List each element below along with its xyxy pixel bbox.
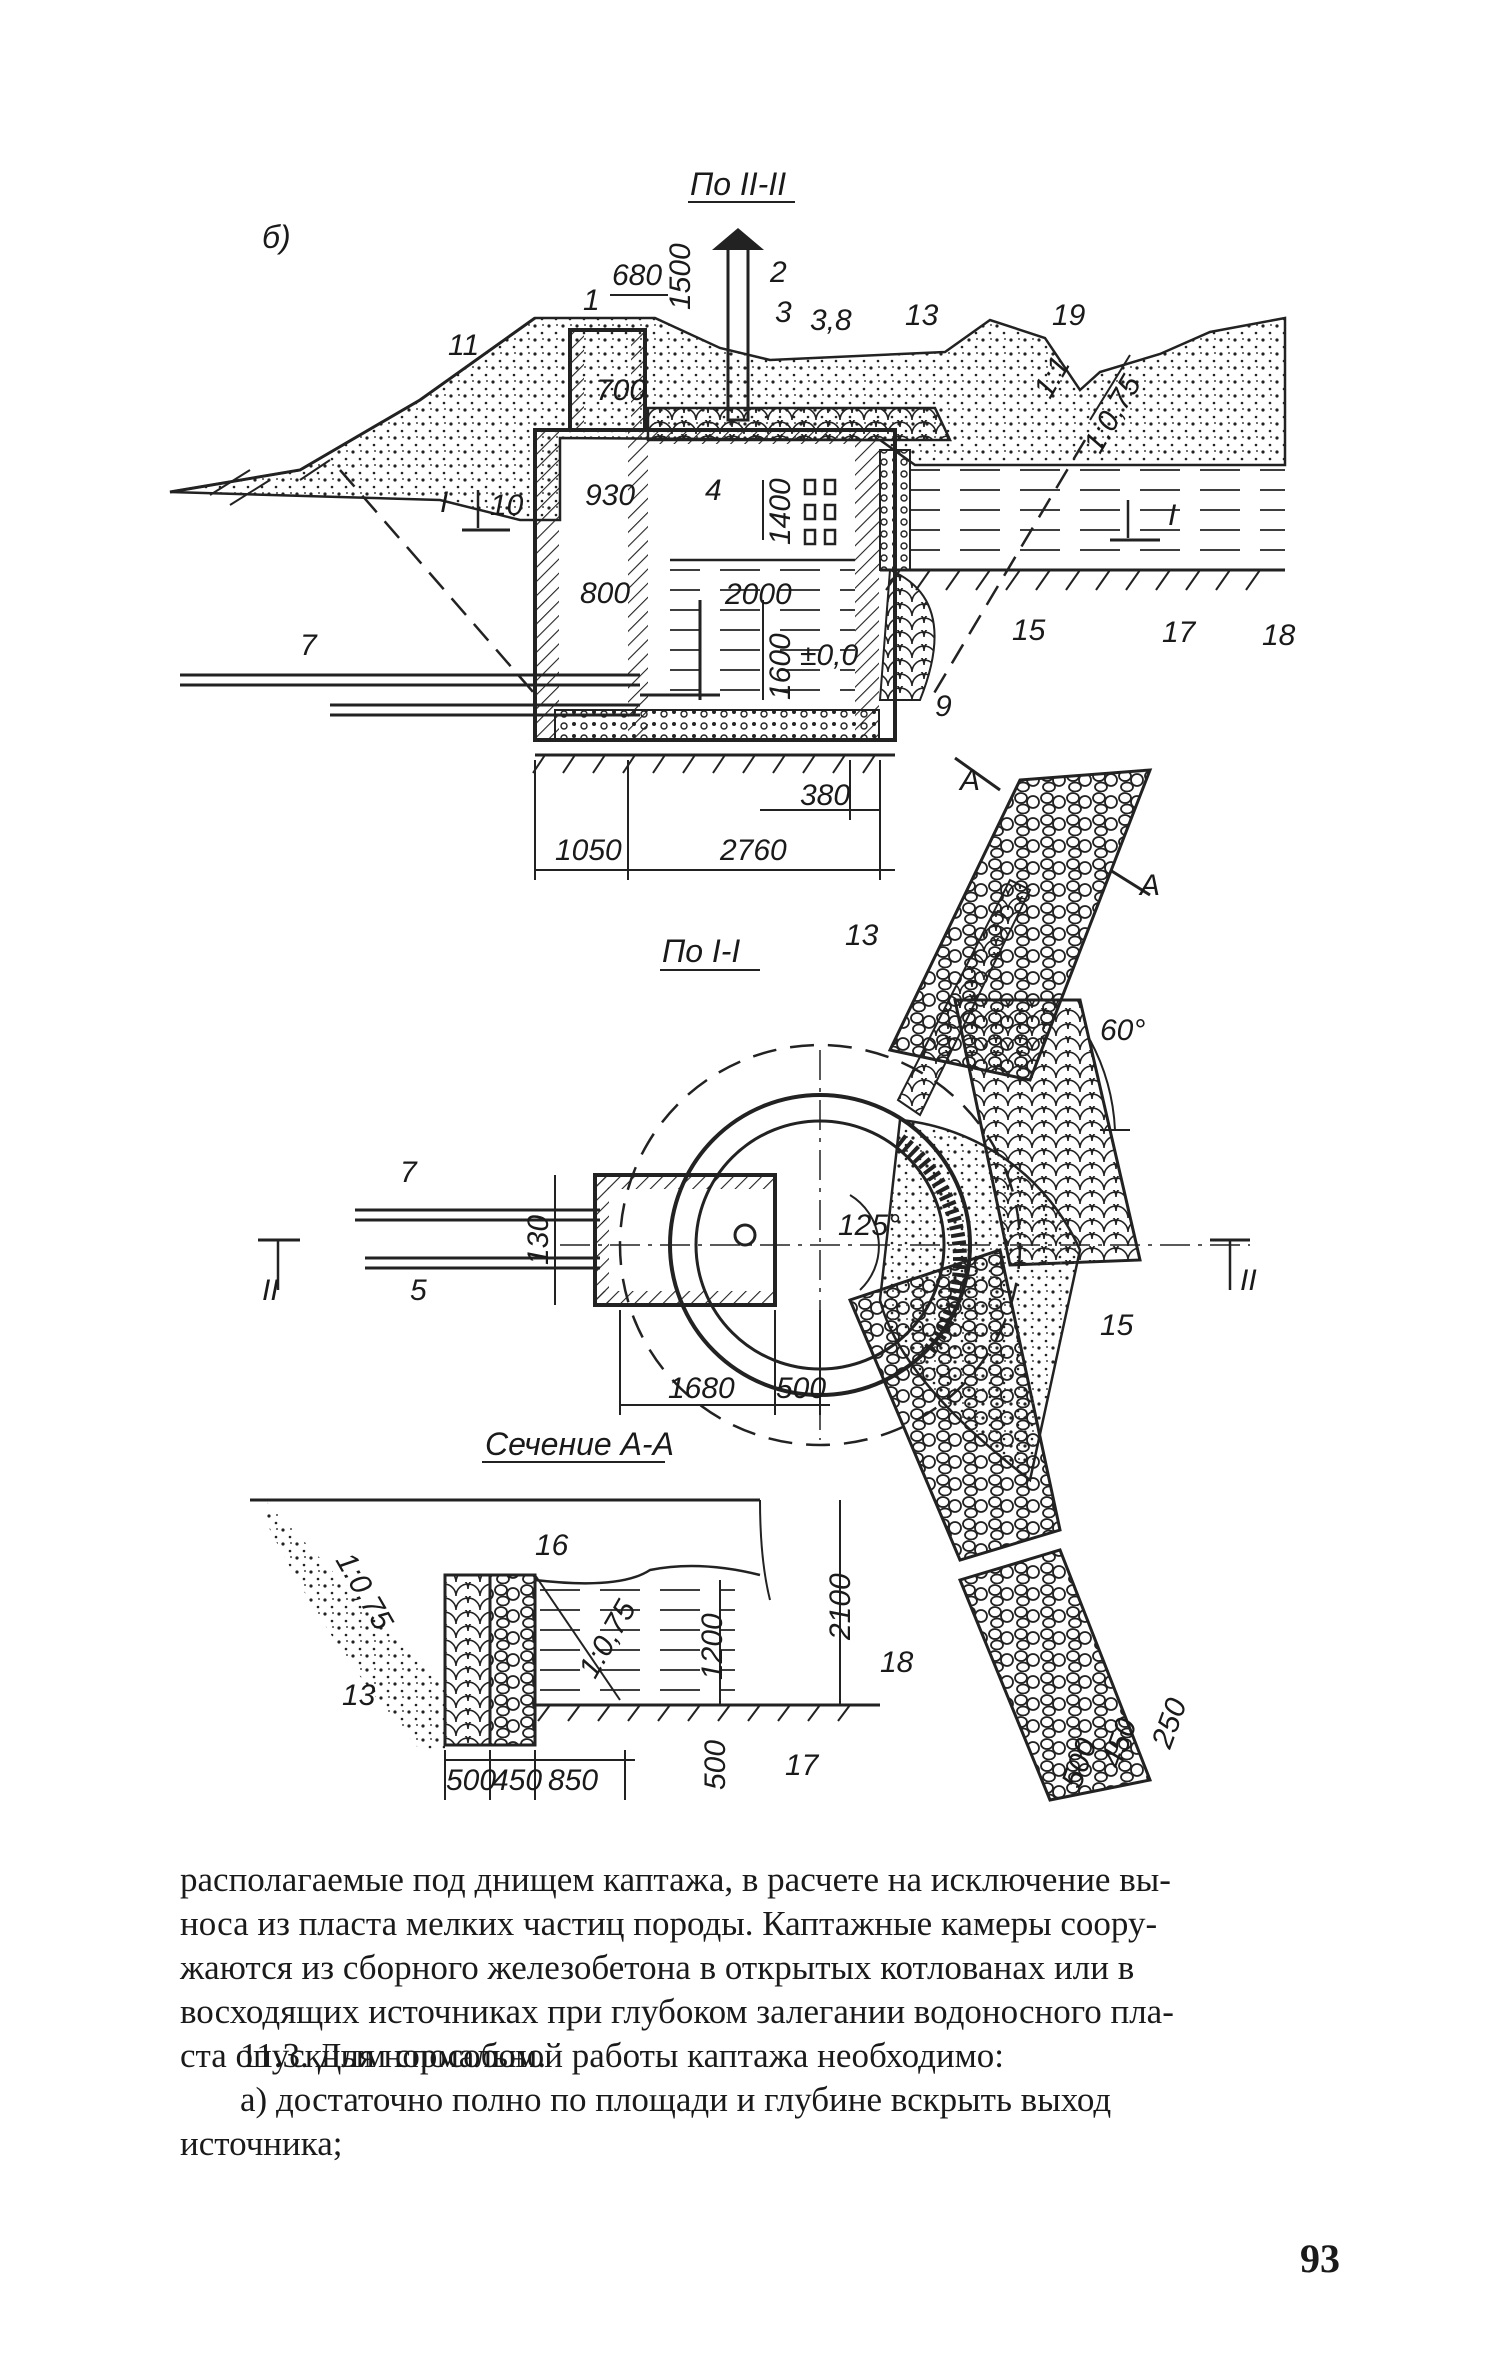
text-line: жаются из сборного железобетона в открыт… [180,1948,1135,1987]
dim-1400: 1400 [764,478,797,545]
paragraph-continuation: располагаемые под днищем каптажа, в расч… [180,1858,1340,2078]
text-line: располагаемые под днищем каптажа, в расч… [180,1860,1171,1899]
dim-1500: 1500 [664,243,697,310]
dim-500-AA: 500 [446,1764,496,1797]
dim-2000: 2000 [724,578,792,611]
callout-18: 18 [1262,619,1296,652]
technical-drawing: б) По II-II I I [169,166,1296,1802]
dim-800: 800 [580,577,630,610]
callout-10: 10 [490,489,524,522]
angle-125: 125° [838,1209,900,1242]
paragraph-11-3: 11.3. Для нормальной работы каптажа необ… [180,2034,1340,2166]
svg-text:I: I [440,486,448,519]
text-line: ста опускным способом. [180,2036,547,2075]
dim-1600: 1600 [764,633,797,700]
dim-1680: 1680 [668,1372,735,1405]
callout-11: 11 [448,329,479,362]
page-number: 93 [1300,2236,1340,2281]
cut-II-left: II [262,1274,279,1307]
dim-930: 930 [585,479,635,512]
callout-15: 15 [1012,614,1046,647]
callout-19: 19 [1052,299,1086,332]
dim-2760: 2760 [719,834,787,867]
dim-700: 700 [596,374,646,407]
callout-17: 17 [1162,616,1197,649]
callout-7-plan: 7 [400,1156,418,1189]
dim-680: 680 [612,259,662,292]
cut-A-1: А [958,764,980,797]
section-I-title: По I-I [662,933,740,969]
section-II-title: По II-II [690,166,786,202]
callout-1: 1 [583,284,600,317]
callout-9: 9 [935,690,952,723]
callout-2: 2 [769,256,787,289]
dim-1050: 1050 [555,834,622,867]
text-line: источника; [180,2124,343,2163]
text-line: носа из пласта мелких частиц породы. Кап… [180,1904,1158,1943]
callout-7: 7 [300,629,318,662]
angle-60: 60° [1100,1014,1145,1047]
callout-13-AA: 13 [342,1679,376,1712]
dim-500-depth: 500 [699,1740,732,1790]
text-line: а) достаточно полно по площади и глубине… [240,2080,1112,2119]
callout-13: 13 [905,299,939,332]
callout-13-plan: 13 [845,919,879,952]
dim-450-AA: 450 [492,1764,542,1797]
dim-130: 130 [522,1215,555,1265]
text-line: восходящих источниках при глубоком залег… [180,1992,1174,2031]
text-line: 11.3. Для нормальной работы каптажа необ… [240,2036,1004,2075]
svg-text:I: I [1168,499,1176,532]
callout-3: 3 [775,296,792,329]
dim-500-plan: 500 [776,1372,826,1405]
source-water [910,460,1285,570]
callout-17-AA: 17 [785,1749,820,1782]
dim-850: 850 [548,1764,598,1797]
cut-A-2: А [1138,869,1160,902]
callout-15-plan: 15 [1100,1309,1134,1342]
elevation-top: 3,8 [810,304,852,337]
callout-4: 4 [705,474,722,507]
callout-18-AA: 18 [880,1646,914,1679]
section-AA-title: Сечение А-А [485,1426,674,1462]
callout-16: 16 [535,1529,569,1562]
dim-1200: 1200 [696,1613,729,1680]
figure-part-label: б) [262,219,291,255]
callout-5: 5 [410,1274,427,1307]
cut-II-right: II [1240,1264,1257,1297]
dim-380: 380 [800,779,850,812]
dim-250: 250 [1145,1694,1194,1754]
elevation-zero: ±0,0 [800,639,858,672]
dim-2100: 2100 [824,1573,857,1641]
